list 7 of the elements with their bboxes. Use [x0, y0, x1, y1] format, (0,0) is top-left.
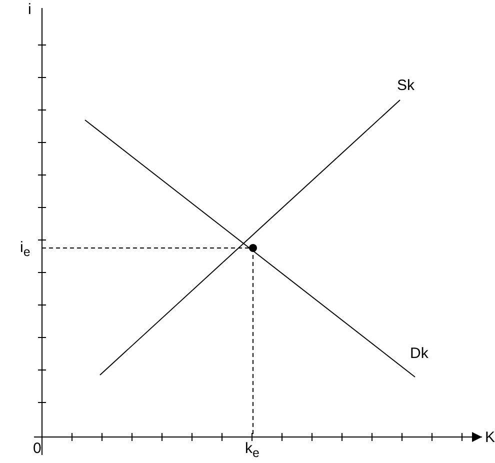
k-axis-label: K — [485, 430, 495, 445]
curve-label: Sk — [397, 78, 415, 93]
axis-value-label: k$_{e}$ — [245, 441, 260, 460]
i-axis-label: i — [28, 2, 32, 17]
origin-label: 0 — [33, 441, 42, 456]
curve-label: Dk — [410, 346, 428, 361]
axis-value-label: i$_{e}$ — [20, 240, 30, 258]
